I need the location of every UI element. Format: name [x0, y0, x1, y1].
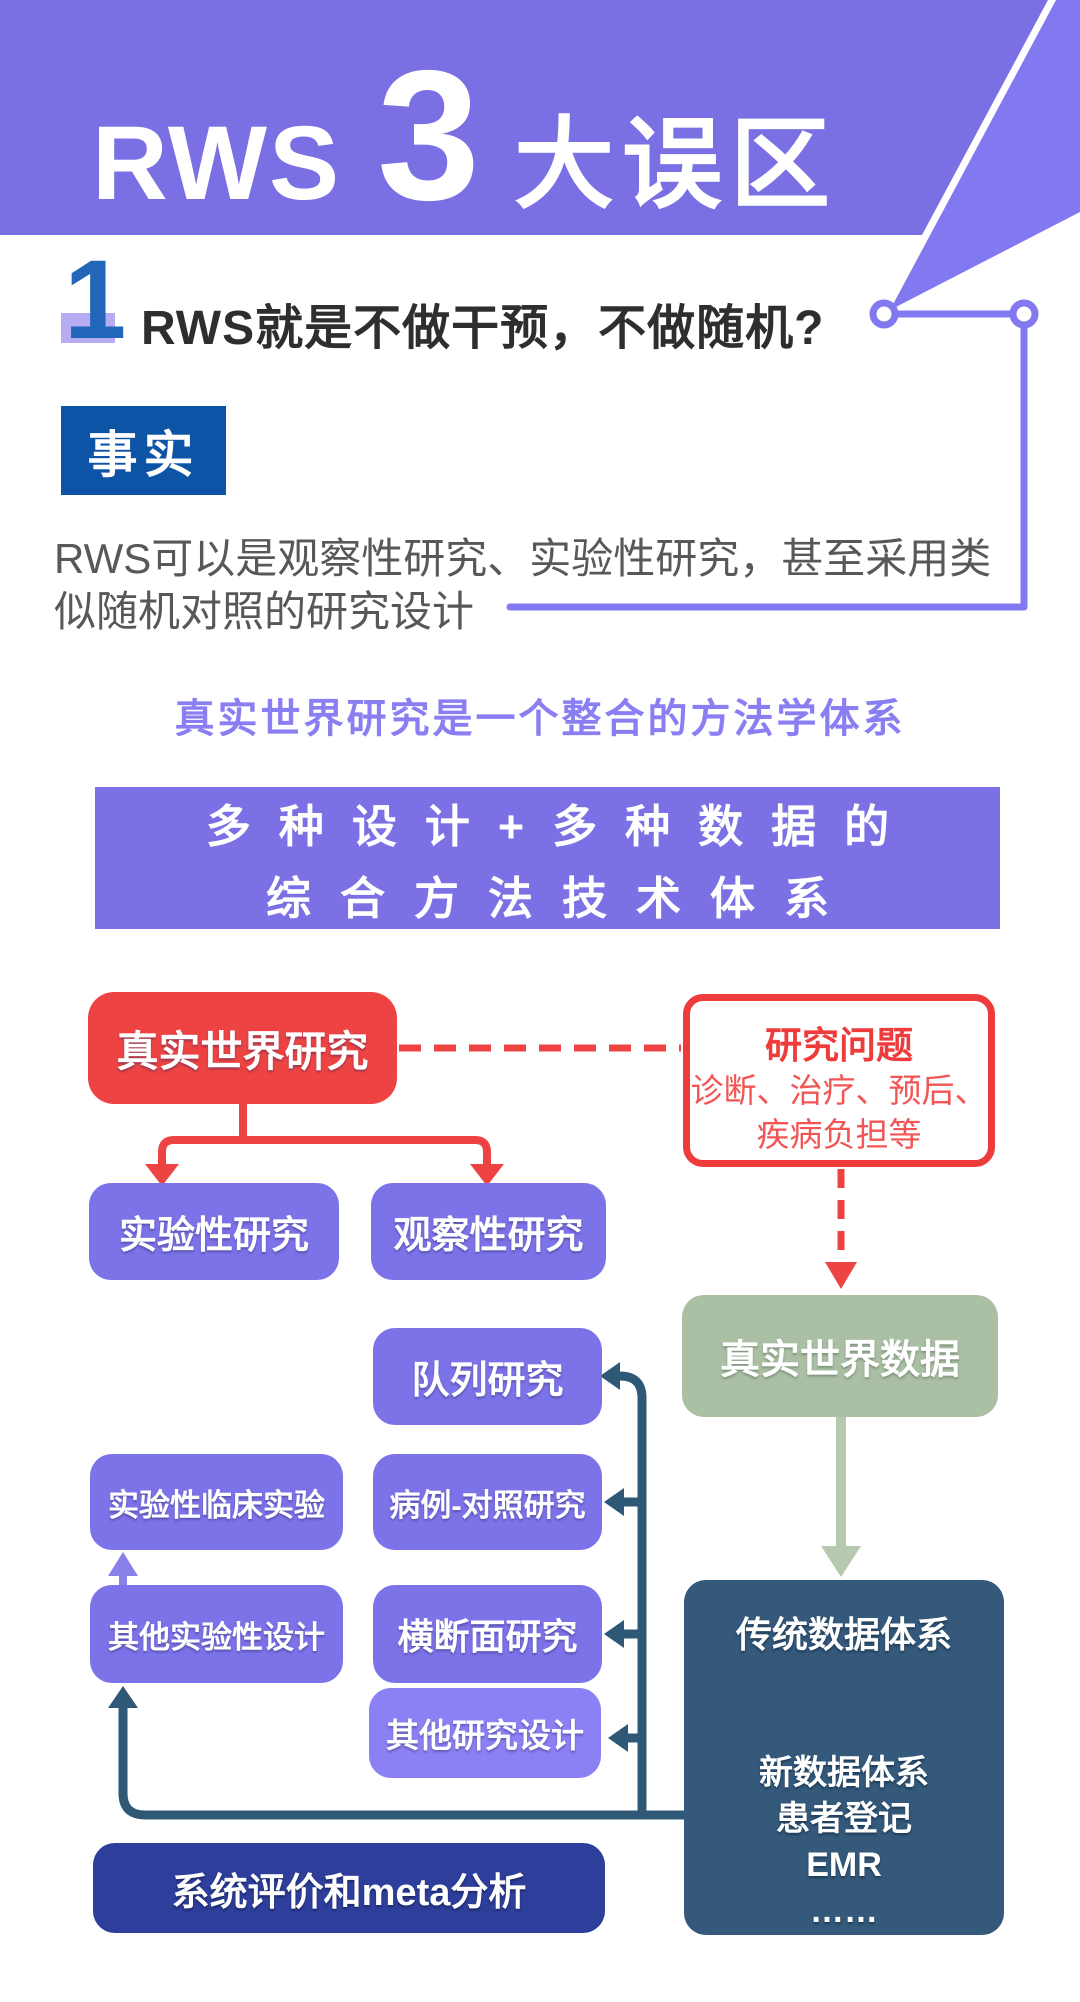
node-real-world-study: 真实世界研究	[88, 992, 397, 1104]
fact-paragraph-line2: 似随机对照的研究设计	[54, 588, 475, 635]
node-other-experimental-design: 其他实验性设计	[90, 1585, 343, 1683]
teal-trunk	[118, 1704, 690, 1820]
integration-heading: 真实世界研究是一个整合的方法学体系	[174, 697, 906, 741]
teal-arrowhead-cohort	[600, 1362, 620, 1390]
ring-marker-right	[1009, 299, 1039, 329]
node-observational-study: 观察性研究	[371, 1183, 606, 1280]
green-arrowhead	[821, 1546, 861, 1577]
red-arrowhead-right	[470, 1164, 504, 1186]
header-banner-shape	[0, 0, 1048, 235]
node-real-world-data: 真实世界数据	[682, 1295, 998, 1417]
fact-badge: 事实	[61, 406, 226, 495]
fact-paragraph-line1: RWS可以是观察性研究、实验性研究，甚至采用类	[54, 535, 992, 582]
node-data-systems: 传统数据体系 新数据体系 患者登记 EMR ……	[684, 1580, 1004, 1935]
research-question-line2: 疾病负担等	[756, 1116, 922, 1153]
section-number: 1	[64, 237, 127, 362]
research-question-line1: 诊断、治疗、预后、	[690, 1072, 988, 1109]
node-experimental-clinical-trial: 实验性临床实验	[90, 1454, 343, 1550]
title-suffix: 大误区	[513, 109, 838, 221]
data-item-ellipsis: ……	[810, 1892, 878, 1930]
teal-arrowhead-cross-sectional	[604, 1620, 624, 1648]
data-item-emr: EMR	[806, 1846, 882, 1884]
diagonal-stripe	[890, 0, 1080, 310]
red-arrowhead-left	[145, 1164, 179, 1186]
numeral-accent-square	[61, 313, 115, 343]
ring-marker-left	[869, 299, 899, 329]
node-systematic-review-meta: 系统评价和meta分析	[93, 1843, 605, 1933]
teal-arrowhead-case-control	[604, 1488, 624, 1516]
node-cross-sectional-study: 横断面研究	[373, 1585, 602, 1683]
red-split-connector	[158, 1136, 491, 1168]
node-cohort-study: 队列研究	[373, 1328, 602, 1425]
teal-arrowhead-other-design	[608, 1724, 628, 1752]
purple-up-arrowhead	[108, 1552, 138, 1576]
data-item-new-system: 新数据体系	[759, 1754, 929, 1792]
method-banner-line1: 多种设计+多种数据的	[205, 800, 918, 852]
method-banner: 多种设计+多种数据的 综合方法技术体系	[95, 787, 1000, 929]
teal-vertical-branch	[618, 1371, 647, 1815]
node-experimental-study: 实验性研究	[89, 1183, 339, 1280]
data-systems-title: 传统数据体系	[735, 1614, 952, 1655]
node-other-research-design: 其他研究设计	[369, 1688, 601, 1778]
node-case-control-study: 病例-对照研究	[373, 1454, 602, 1550]
fact-paragraph: RWS可以是观察性研究、实验性研究，甚至采用类 似随机对照的研究设计	[54, 532, 991, 638]
title-number: 3	[377, 33, 480, 239]
data-systems-items: 新数据体系 患者登记 EMR ……	[759, 1750, 929, 1934]
node-research-question: 研究问题 诊断、治疗、预后、 疾病负担等	[683, 994, 995, 1167]
title-brand: RWS	[92, 105, 342, 222]
teal-up-arrowhead	[108, 1686, 138, 1708]
method-banner-line2: 综合方法技术体系	[265, 872, 858, 924]
page-title: RWS 3 大误区	[92, 30, 838, 242]
red-arrowhead-down	[825, 1262, 857, 1289]
research-question-title: 研究问题	[765, 1025, 913, 1066]
data-item-patient-registry: 患者登记	[776, 1800, 912, 1838]
section-question-title: RWS就是不做干预，不做随机?	[141, 302, 825, 355]
